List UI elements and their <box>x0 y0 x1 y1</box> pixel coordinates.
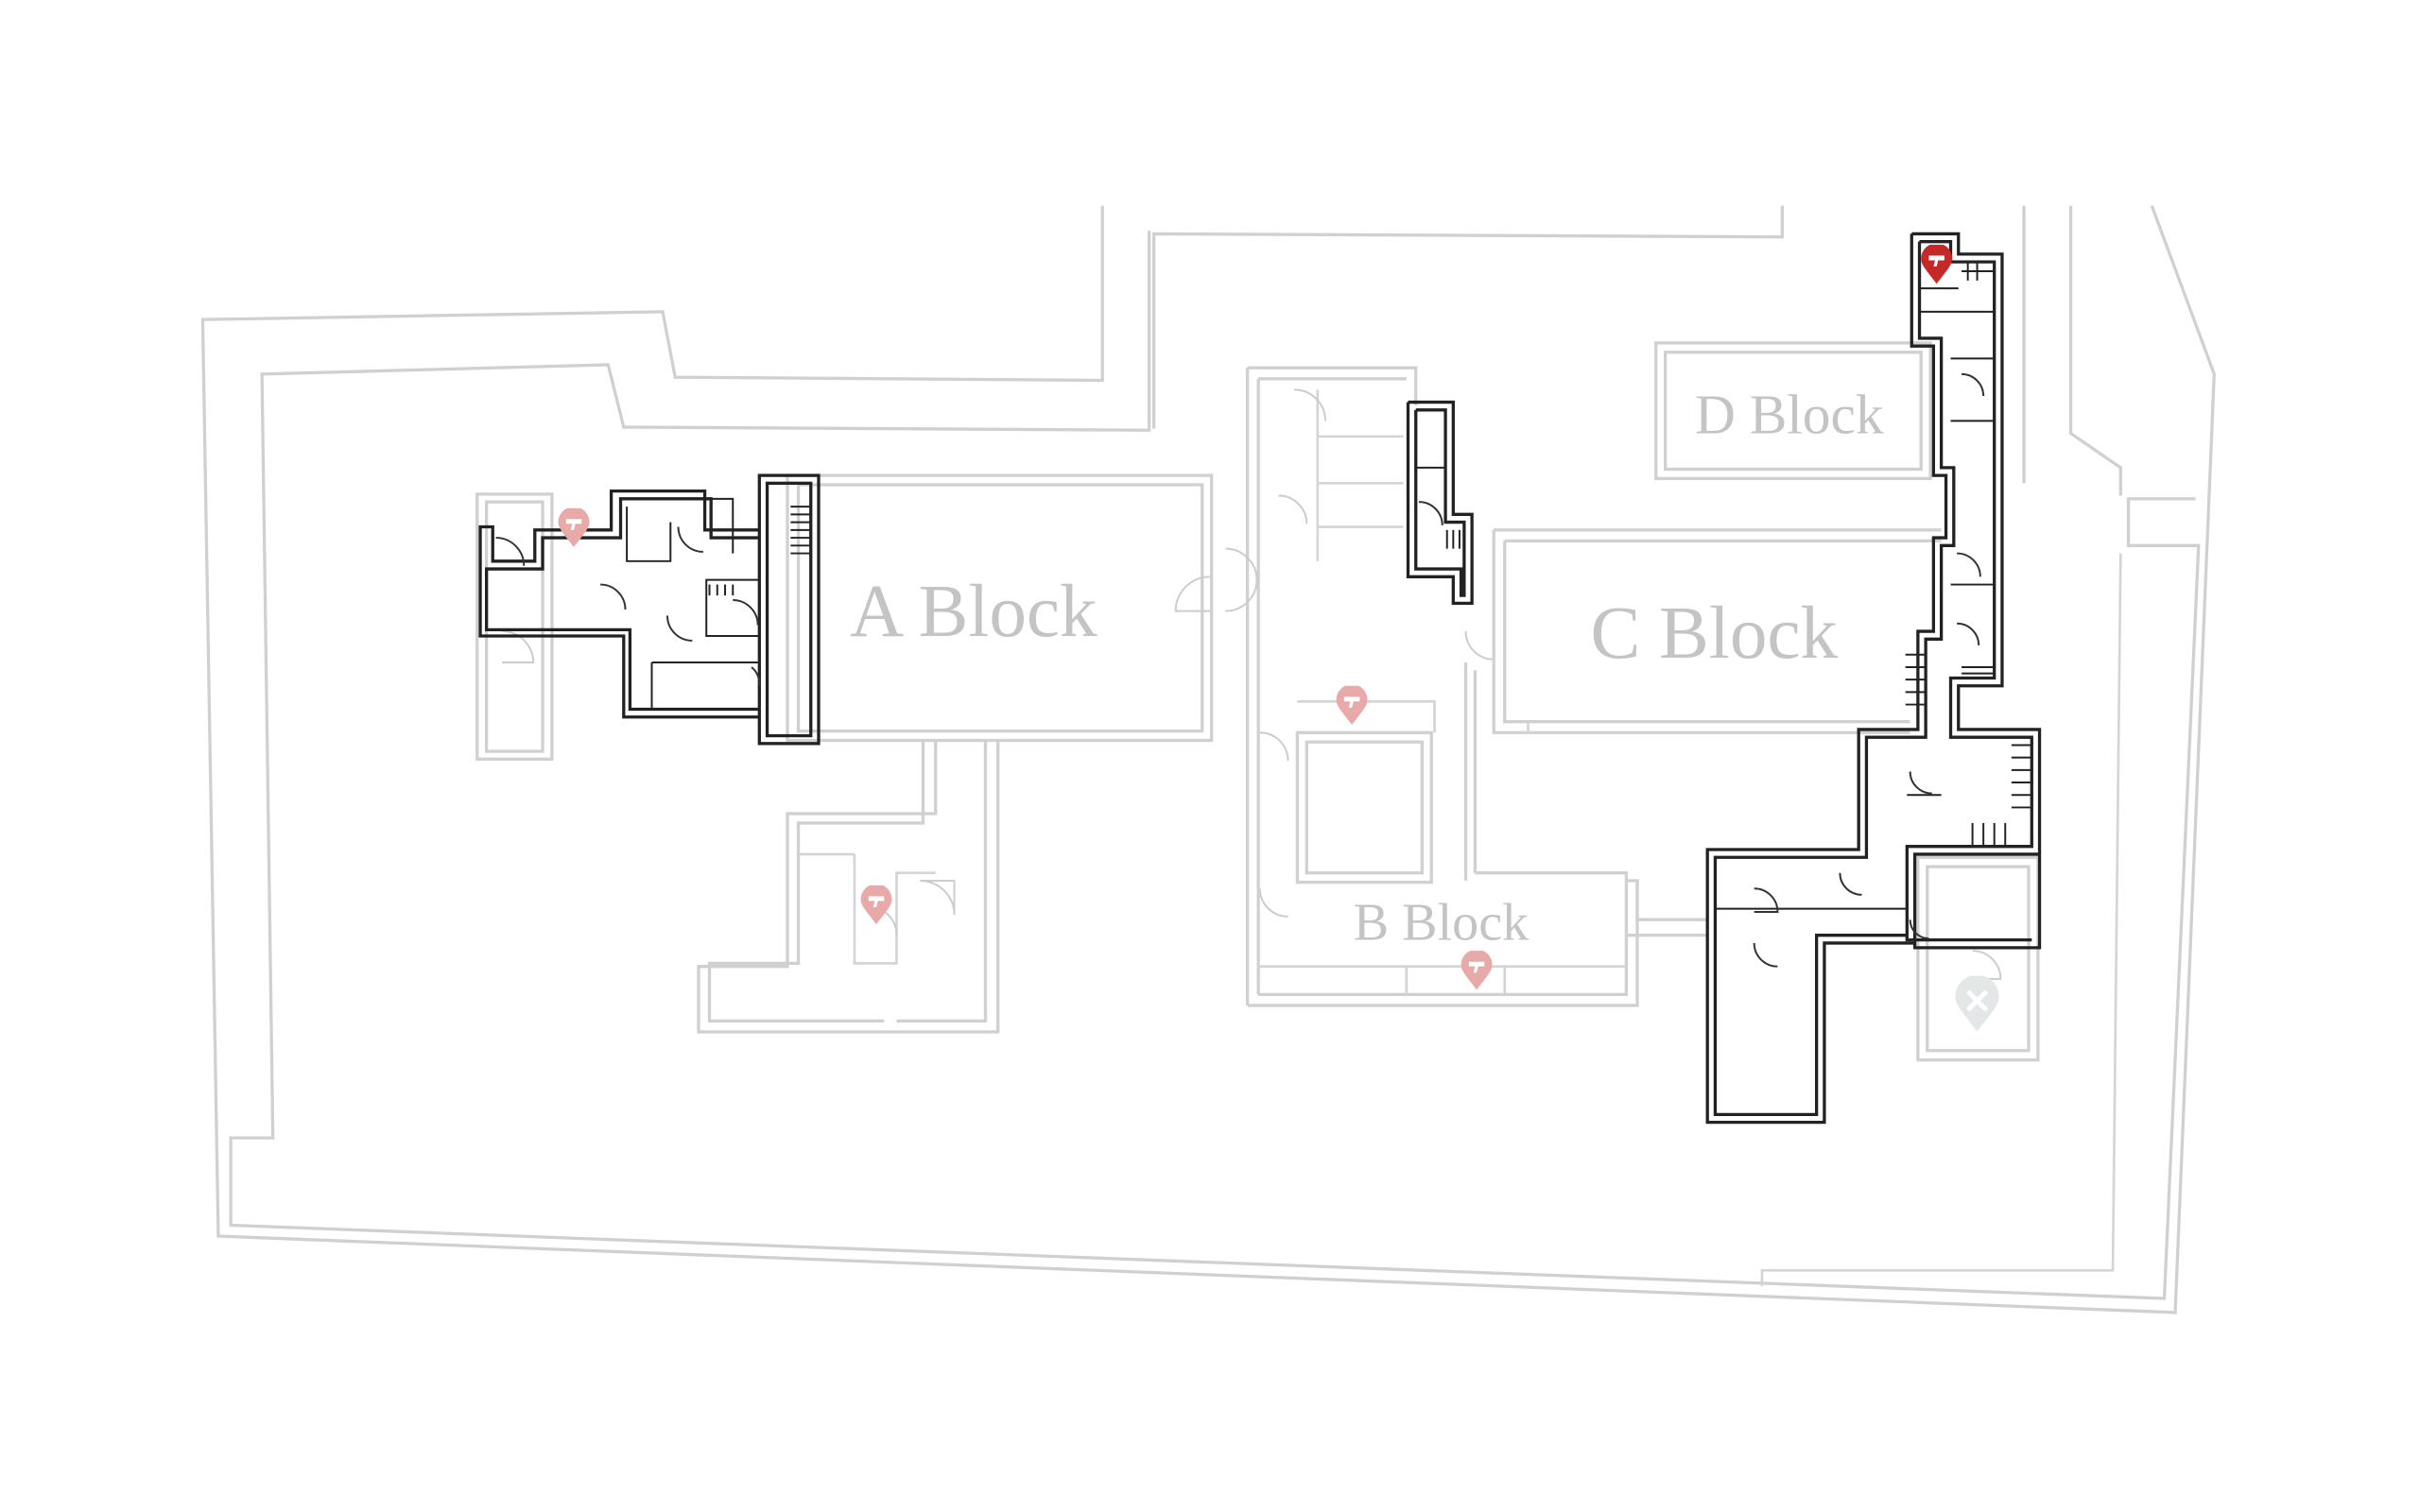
weapon-pin-icon[interactable] <box>860 884 892 925</box>
b-block-label[interactable]: B Block <box>1354 894 1530 953</box>
weapon-pin-active-icon[interactable] <box>1921 243 1953 284</box>
tools-pin-icon[interactable] <box>1955 975 1999 1032</box>
b-block-area <box>1225 366 1708 1007</box>
weapon-pin-icon[interactable] <box>558 507 590 547</box>
a-block-area <box>475 473 1214 1034</box>
c-block-area <box>1492 528 1942 734</box>
weapon-pin-icon[interactable] <box>1336 684 1368 726</box>
c-block-label[interactable]: C Block <box>1590 592 1838 675</box>
a-block-label[interactable]: A Block <box>850 570 1098 653</box>
weapon-pin-icon[interactable] <box>1461 950 1493 990</box>
d-block-label[interactable]: D Block <box>1695 384 1884 446</box>
site-boundary <box>200 205 2216 1314</box>
tools-room-area <box>1916 855 2040 1062</box>
a-block-active-zone[interactable] <box>478 473 821 746</box>
d-block-area <box>1654 341 1932 481</box>
b-block-active-zone[interactable] <box>1406 400 1474 605</box>
